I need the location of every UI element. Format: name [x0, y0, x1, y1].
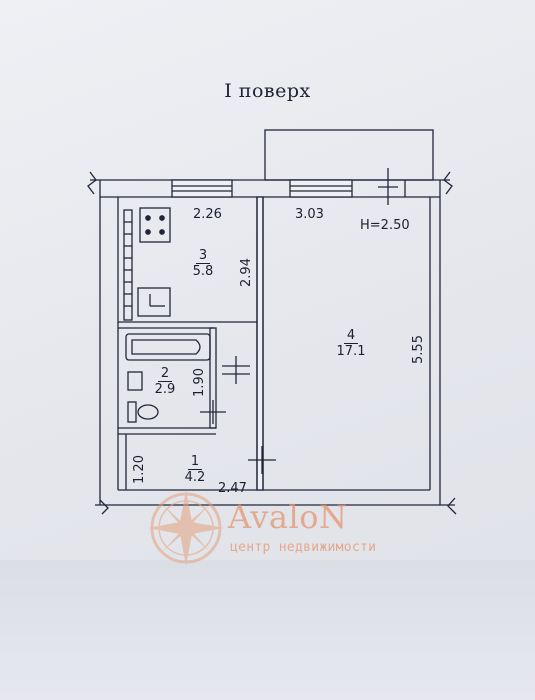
room-2-label: 2 2.9 [150, 366, 180, 397]
balcony [264, 129, 434, 181]
room-4-number: 4 [343, 328, 359, 344]
wall-break-bottom-left [99, 499, 109, 515]
dim-room-depth: 5.55 [410, 335, 426, 364]
wall-break-bottom-right [447, 497, 457, 515]
balcony-door [378, 168, 406, 205]
room-3-number: 3 [195, 248, 211, 264]
kitchen-sink [137, 287, 171, 317]
watermark-tagline: центр недвижимости [230, 540, 377, 555]
toilet [127, 401, 159, 423]
room-4-label: 4 17.1 [333, 328, 369, 359]
dim-hall-depth: 1.20 [131, 455, 147, 484]
dim-kitchen-width: 2.26 [193, 207, 222, 222]
watermark-compass [148, 490, 224, 566]
vent-column [123, 209, 133, 321]
paper-fold [0, 560, 535, 700]
ceiling-height-note: Н=2.50 [360, 218, 410, 233]
stove [139, 207, 171, 243]
window-kitchen [171, 179, 233, 198]
room-3-area: 5.8 [192, 264, 214, 279]
watermark-brand: AvaloN [228, 498, 348, 536]
room-1-area: 4.2 [184, 470, 206, 485]
room-4-area: 17.1 [336, 344, 366, 359]
door-marks [200, 356, 276, 474]
outer-walls [90, 179, 455, 506]
wall-break-right [443, 171, 453, 195]
room-1-label: 1 4.2 [180, 454, 210, 485]
room-3-label: 3 5.8 [188, 248, 218, 279]
dim-room-width: 3.03 [295, 207, 324, 222]
room-2-number: 2 [157, 366, 173, 382]
dim-kitchen-depth: 2.94 [238, 258, 254, 287]
washbasin [127, 371, 143, 391]
bathtub [125, 333, 211, 361]
wall-break-left [87, 171, 97, 195]
dim-bath-depth: 1.90 [191, 368, 207, 397]
room-2-area: 2.9 [154, 382, 176, 397]
interior-walls [118, 196, 264, 491]
dim-hall-width: 2.47 [218, 481, 247, 496]
window-room [289, 179, 353, 198]
room-1-number: 1 [187, 454, 203, 470]
floor-title: I поверх [224, 80, 311, 102]
